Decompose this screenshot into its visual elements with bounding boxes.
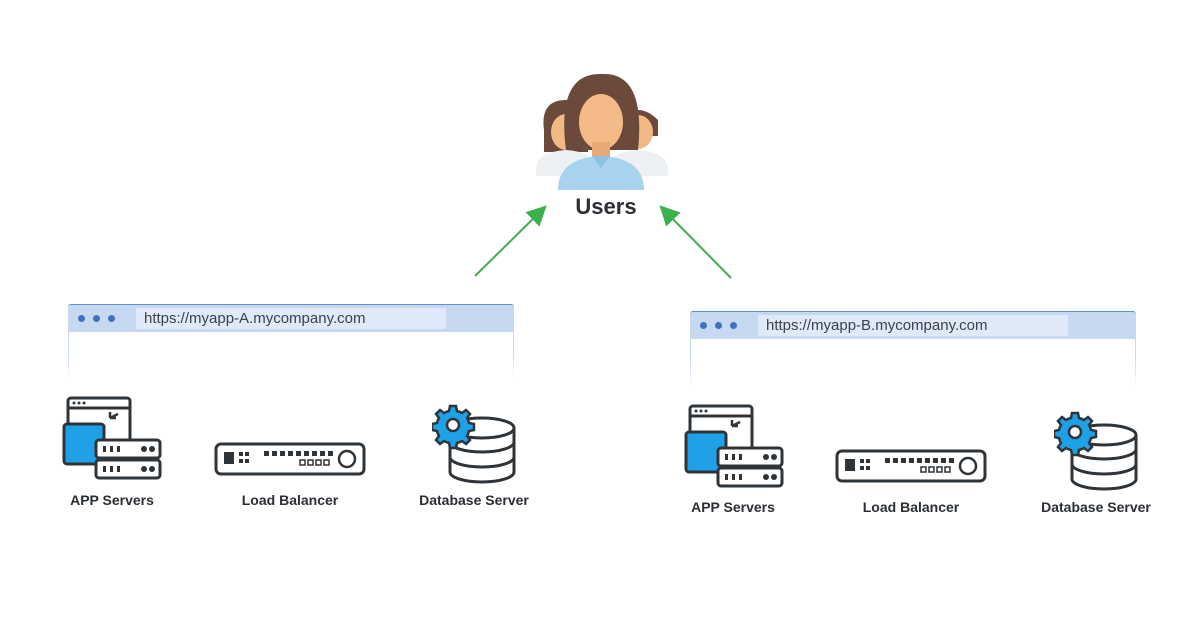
- window-dot-icon: [700, 322, 707, 329]
- window-dot-icon: [108, 315, 115, 322]
- database-server-icon: [432, 404, 516, 484]
- load-balancer-icon: [214, 442, 366, 476]
- url-bar[interactable]: https://myapp-A.mycompany.com: [136, 308, 446, 329]
- users-group-icon: [536, 73, 668, 190]
- app-servers-icon: [62, 396, 162, 480]
- database-server-label: Database Server: [419, 492, 529, 508]
- load-balancer-label: Load Balancer: [862, 499, 960, 515]
- load-balancer-label: Load Balancer: [241, 492, 339, 508]
- browser-frame: [690, 339, 1136, 387]
- window-dot-icon: [93, 315, 100, 322]
- window-dot-icon: [730, 322, 737, 329]
- database-server-icon: [1054, 411, 1138, 491]
- url-bar[interactable]: https://myapp-B.mycompany.com: [758, 315, 1068, 336]
- window-dot-icon: [78, 315, 85, 322]
- arrow-b-to-users: [659, 205, 732, 279]
- window-dot-icon: [715, 322, 722, 329]
- load-balancer-icon: [835, 449, 987, 483]
- database-server-label: Database Server: [1041, 499, 1151, 515]
- app-servers-label: APP Servers: [691, 499, 775, 515]
- browser-frame: [68, 332, 514, 380]
- browser-window-b: https://myapp-B.mycompany.com: [690, 311, 1136, 387]
- browser-window-a: https://myapp-A.mycompany.com: [68, 304, 514, 380]
- arrow-a-to-users: [474, 205, 547, 277]
- app-servers-icon: [684, 404, 784, 488]
- app-servers-label: APP Servers: [70, 492, 154, 508]
- users-label: Users: [575, 194, 637, 219]
